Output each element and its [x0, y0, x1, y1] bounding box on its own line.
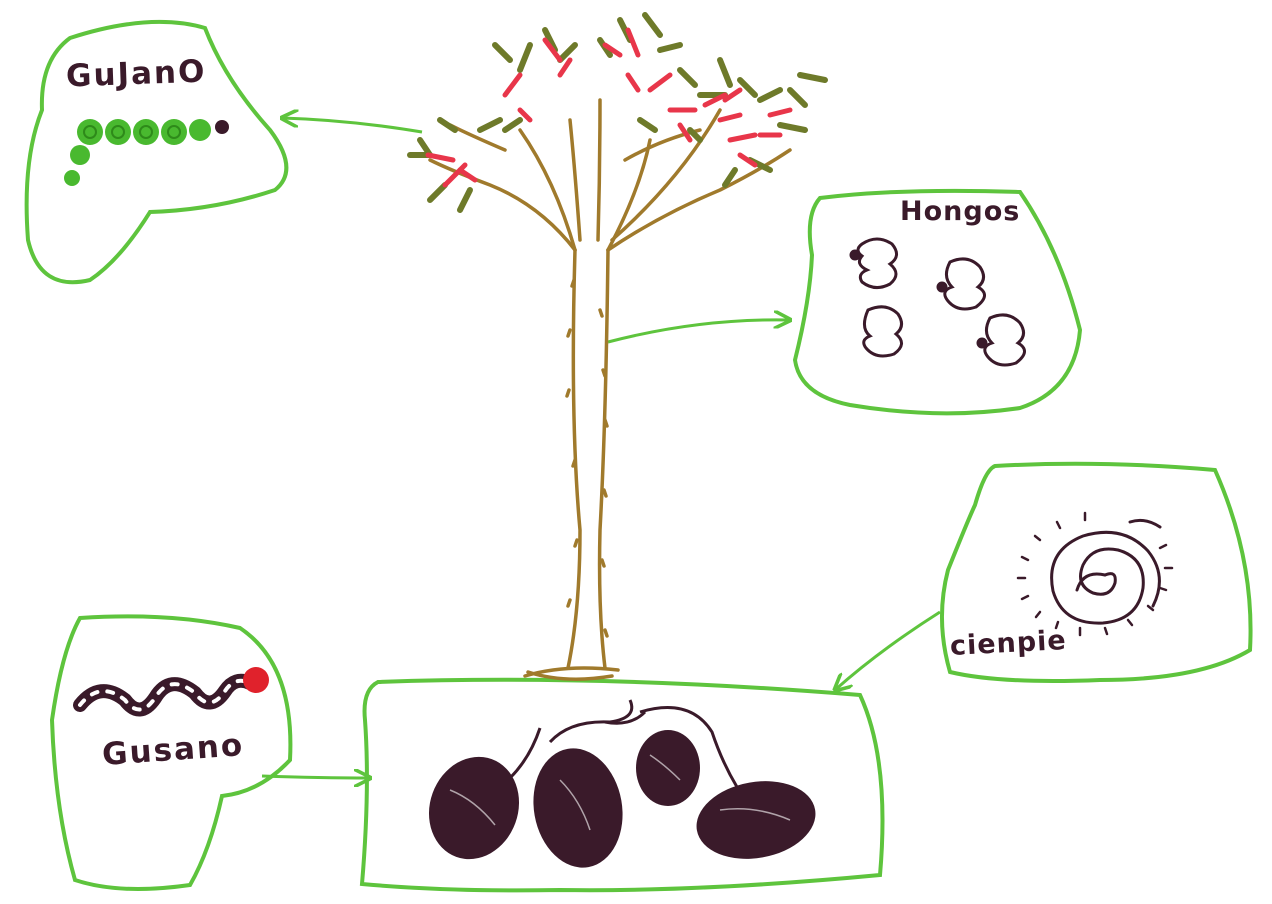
tree-foliage-red	[425, 27, 793, 188]
centipede-label: cienpie	[949, 624, 1068, 663]
fungi-label: Hongos	[900, 196, 1021, 227]
worm-panel	[49, 614, 293, 891]
centipede-panel	[939, 461, 1253, 683]
caterpillar-label: GuJanO	[65, 53, 207, 95]
caterpillar-icon	[64, 119, 229, 186]
soil-panel	[359, 677, 885, 893]
fungi-icon	[849, 237, 1026, 367]
tree-icon	[428, 98, 792, 681]
arrow-to-caterpillar	[282, 118, 423, 134]
centipede-icon	[1016, 511, 1174, 637]
earthworm-icon	[73, 667, 269, 717]
roots-tubers-icon	[428, 699, 816, 868]
caterpillar-panel	[24, 19, 289, 285]
fungi-panel	[792, 188, 1083, 416]
tree-foliage-green	[407, 12, 828, 213]
arrow-from-centipede	[835, 610, 941, 690]
arrow-from-worm	[261, 776, 370, 778]
arrow-to-fungi	[607, 320, 790, 344]
